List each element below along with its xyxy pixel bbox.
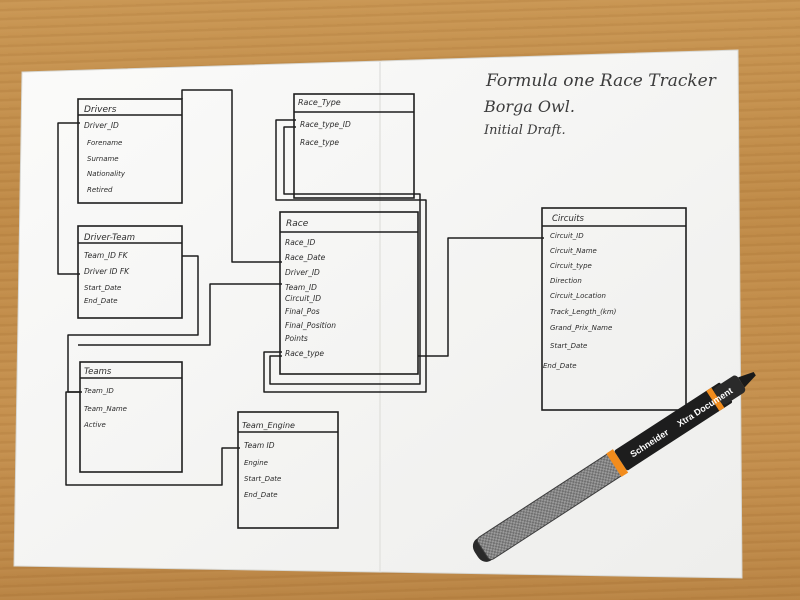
field-race-final-position: Final_Position	[285, 321, 336, 330]
link-team-engine-teams	[65, 391, 240, 486]
field-race-driver-id: Driver_ID	[285, 268, 320, 277]
field-team-engine-start-date: Start_Date	[244, 475, 281, 483]
table-team-engine-outline	[237, 411, 339, 529]
field-driver-team-team-id: Team_ID FK	[84, 251, 129, 260]
field-circuit-location: Circuit_Location	[550, 292, 606, 300]
field-drivers-retired: Retired	[87, 186, 113, 194]
field-drivers-forename: Forename	[87, 139, 122, 147]
title-line-1: Formula one Race Tracker	[485, 71, 717, 91]
field-teams-team-id: Team_ID	[84, 387, 114, 395]
table-circuits	[541, 207, 687, 411]
field-drivers-driver-id: Driver_ID	[84, 121, 119, 130]
link-race-teams	[78, 283, 282, 346]
table-race-type	[293, 93, 415, 199]
field-race-type-name: Race_type	[300, 138, 339, 147]
field-circuit-name: Circuit_Name	[550, 247, 597, 255]
table-race-type-outline	[293, 93, 415, 199]
pen-band-2	[706, 387, 725, 411]
field-team-engine-end-date: End_Date	[244, 491, 278, 499]
field-race-points: Points	[285, 334, 308, 343]
field-race-circuit-id: Circuit_ID	[285, 294, 321, 303]
pen-tip	[738, 372, 756, 388]
pen-band	[606, 449, 629, 477]
table-driver-team-title: Driver-Team	[84, 233, 135, 243]
table-drivers-title: Drivers	[84, 105, 117, 115]
relationship-lines	[57, 89, 544, 486]
table-race-title: Race	[286, 219, 309, 229]
field-race-final-pos: Final_Pos	[285, 307, 320, 316]
link-race-type-race-inner	[269, 126, 421, 385]
link-drivers-driver-team	[57, 122, 80, 275]
field-race-team-id: Team_ID	[285, 283, 317, 292]
pen-grip	[713, 375, 746, 405]
table-race-type-title: Race_Type	[298, 98, 341, 107]
field-circuit-end-date: End_Date	[543, 362, 577, 370]
field-driver-team-start-date: Start_Date	[84, 284, 121, 292]
link-race-circuits	[418, 237, 544, 357]
field-circuit-grand-prix-name: Grand_Prix_Name	[550, 324, 612, 332]
field-race-race-type: Race_type	[285, 349, 324, 358]
table-teams-outline	[79, 361, 183, 473]
table-race	[279, 211, 419, 375]
table-driver-team-outline	[77, 225, 183, 319]
table-teams-title: Teams	[84, 367, 112, 377]
table-teams	[79, 361, 183, 473]
field-circuit-direction: Direction	[550, 277, 582, 285]
field-race-date: Race_Date	[285, 253, 326, 262]
link-race-type-race-outer	[263, 119, 427, 393]
table-drivers-outline	[77, 98, 183, 204]
title-notes: Formula one Race Tracker Borga Owl. Init…	[483, 71, 717, 138]
pen: Schneider Xtra Document	[472, 372, 756, 562]
title-line-3: Initial Draft.	[483, 123, 566, 138]
table-drivers	[77, 98, 183, 204]
table-team-engine-title: Team_Engine	[242, 421, 295, 430]
title-line-2: Borga Owl.	[483, 97, 575, 116]
field-teams-active: Active	[83, 421, 106, 429]
table-circuits-outline	[541, 207, 687, 411]
table-driver-team	[77, 225, 183, 319]
field-teams-team-name: Team_Name	[84, 405, 127, 413]
field-team-engine-team-id: Team ID	[244, 441, 275, 450]
field-circuit-start-date: Start_Date	[550, 342, 587, 350]
link-drivers-race	[181, 89, 282, 263]
table-team-engine	[237, 411, 339, 529]
pen-body	[614, 382, 732, 471]
field-driver-team-driver-id: Driver ID FK	[84, 267, 130, 276]
field-driver-team-end-date: End_Date	[84, 297, 118, 305]
field-drivers-surname: Surname	[87, 155, 119, 163]
field-circuit-type: Circuit_type	[550, 262, 592, 270]
field-race-id: Race_ID	[285, 238, 316, 247]
field-circuit-track-length: Track_Length_(km)	[550, 308, 617, 316]
paper	[13, 49, 743, 579]
field-drivers-nationality: Nationality	[87, 170, 126, 178]
field-circuit-id: Circuit_ID	[550, 232, 584, 240]
field-race-type-id: Race_type_ID	[300, 120, 351, 129]
field-team-engine-engine: Engine	[244, 459, 268, 467]
table-circuits-title: Circuits	[552, 214, 585, 224]
table-race-outline	[279, 211, 419, 375]
